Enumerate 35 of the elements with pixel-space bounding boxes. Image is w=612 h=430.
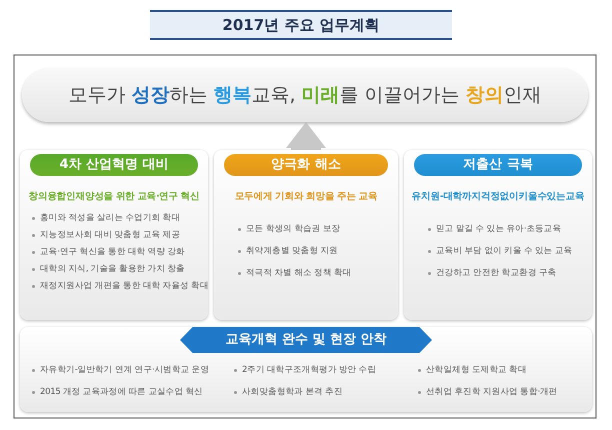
heading-pill (224, 154, 388, 176)
bullet-item: 산학일체형 도제학교 확대 (426, 365, 527, 375)
bullet-item: 지능정보사회 대비 맞춤형 교육 제공 (40, 230, 180, 240)
bullet-item: 사회맞춤형학과 본격 추진 (242, 387, 343, 397)
bullet-item: 대학의 지식, 기술을 활용한 가치 창출 (40, 264, 185, 274)
panel (214, 150, 398, 320)
bullet-item: 2주기 대학구조개혁평가 방안 수립 (242, 365, 376, 375)
bullet-item: 흥미와 적성을 살리는 수업기회 확대 (40, 213, 180, 223)
bullet-item: 재정지원사업 개편을 통한 대학 자율성 확대 (40, 281, 209, 291)
slogan-banner (22, 68, 588, 122)
panel (404, 150, 592, 320)
ribbon-label: 교육개혁 완수 및 현장 안착 (225, 332, 387, 347)
heading-label: 양극화 해소 (271, 157, 341, 172)
title: 2017년 주요 업무계획 (150, 10, 452, 40)
bullet-item: 교육·연구 혁신을 통한 대학 역량 강화 (40, 247, 185, 257)
bullet-item: 2015 개정 교육과정에 따른 교실수업 혁신 (40, 387, 203, 397)
bullet-item: 교육비 부담 없이 키울 수 있는 교육 (436, 246, 572, 256)
subtitle: 모두에게 기회와 희망을 주는 교육 (234, 190, 378, 203)
bullet-item: 모든 학생의 학습권 보장 (246, 224, 340, 234)
subtitle: 유치원-대학까지걱정없이키울수있는교육 (410, 190, 586, 203)
bullet-item: 적극적 차별 해소 정책 확대 (246, 268, 352, 278)
bullet-item: 선취업 후진학 지원사업 통합·개편 (426, 387, 558, 397)
bullet-item: 믿고 맡길 수 있는 유아·초등교육 (436, 224, 562, 234)
subtitle: 창의융합인재양성을 위한 교육·연구 혁신 (28, 190, 200, 203)
heading-pill (414, 154, 582, 176)
heading-label: 저출산 극복 (463, 157, 533, 172)
panel (20, 150, 208, 320)
bullet-item: 취약계층별 맞춤형 지원 (246, 246, 338, 256)
bullet-item: 자유학기-일반학기 연계 연구·시범학교 운영 (40, 365, 209, 375)
heading-pill (30, 154, 198, 176)
slogan: 모두가 성장하는 행복교육, 미래를 이끌어가는 창의인재 (67, 83, 543, 108)
bullet-item: 건강하고 안전한 학교환경 구축 (436, 268, 556, 278)
heading-label: 4차 산업혁명 대비 (59, 157, 169, 172)
arrow (286, 122, 326, 150)
panel (20, 327, 592, 412)
